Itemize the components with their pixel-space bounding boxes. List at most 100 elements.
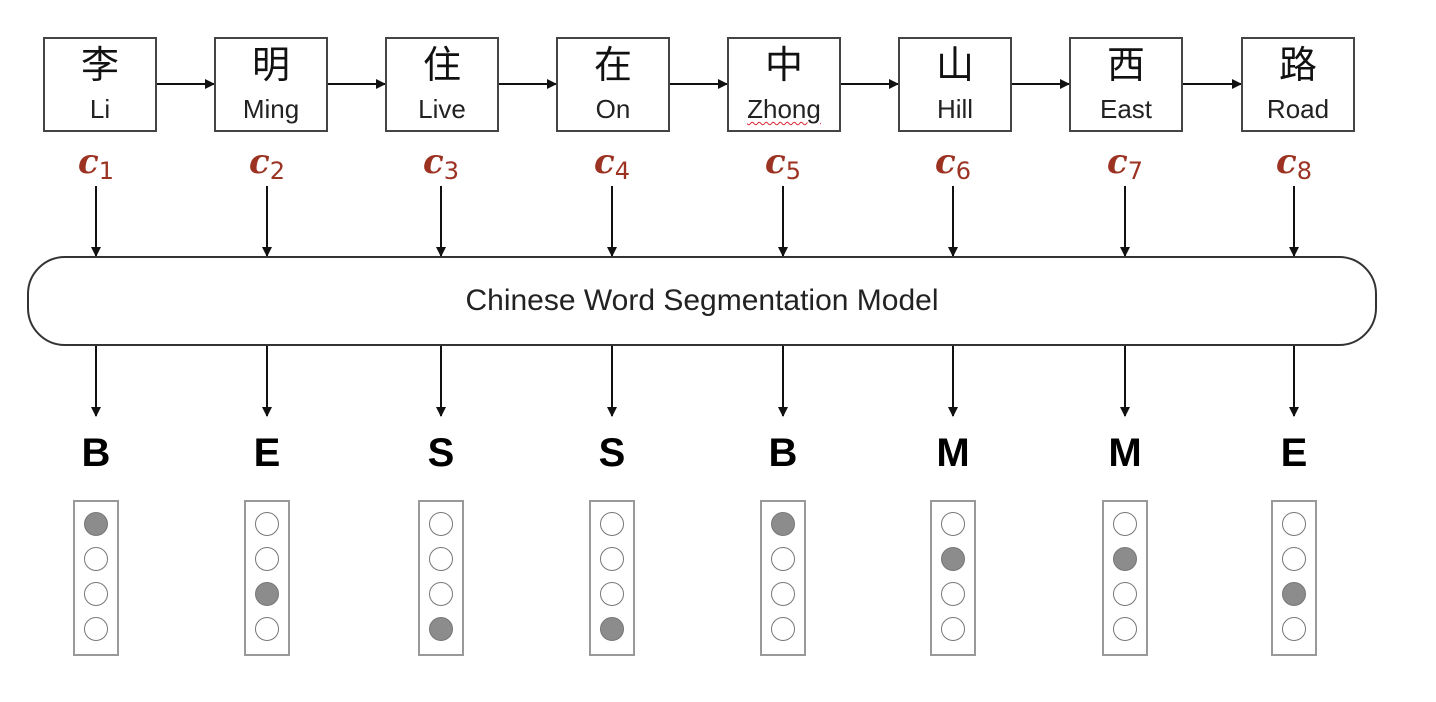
- onehot-vector-2: [244, 500, 290, 656]
- char-gloss: East: [1099, 94, 1153, 124]
- char-gloss: Live: [418, 94, 466, 124]
- onehot-dot: [429, 512, 453, 536]
- onehot-dot: [1113, 512, 1137, 536]
- variable-subscript: 2: [269, 157, 285, 185]
- variable-symbol: c: [935, 142, 956, 182]
- variable-symbol: c: [765, 142, 786, 182]
- variable-subscript: 8: [1296, 157, 1312, 185]
- char-box-6: 山 Hill: [898, 37, 1012, 132]
- char-gloss: Zhong: [747, 94, 821, 124]
- onehot-dot: [1113, 617, 1137, 641]
- bmes-tag-7: M: [1108, 431, 1142, 475]
- onehot-dot-active: [1282, 582, 1306, 606]
- char-box-2: 明 Ming: [214, 37, 328, 132]
- variable-symbol: c: [1107, 142, 1128, 182]
- onehot-vector-8: [1271, 500, 1317, 656]
- char-box-1: 李 Li: [43, 37, 157, 132]
- char-box-3: 住 Live: [385, 37, 499, 132]
- char-variable-7: c7: [1085, 142, 1165, 191]
- bmes-tag-5: B: [768, 431, 798, 475]
- onehot-vector-7: [1102, 500, 1148, 656]
- model-label: Chinese Word Segmentation Model: [465, 284, 939, 317]
- onehot-dot: [600, 547, 624, 571]
- onehot-dot-active: [771, 512, 795, 536]
- onehot-dot: [1282, 512, 1306, 536]
- onehot-dot-active: [941, 547, 965, 571]
- variable-symbol: c: [249, 142, 270, 182]
- onehot-dot: [771, 582, 795, 606]
- onehot-dot: [941, 582, 965, 606]
- onehot-dot-active: [429, 617, 453, 641]
- onehot-dot-active: [255, 582, 279, 606]
- onehot-dot: [941, 512, 965, 536]
- char-box-7: 西 East: [1069, 37, 1183, 132]
- segmentation-model-box: Chinese Word Segmentation Model: [27, 256, 1377, 346]
- onehot-dot: [84, 547, 108, 571]
- char-gloss: Road: [1266, 94, 1330, 124]
- bmes-tag-4: S: [598, 431, 626, 475]
- onehot-dot: [1282, 547, 1306, 571]
- onehot-dot-active: [600, 617, 624, 641]
- onehot-vector-5: [760, 500, 806, 656]
- variable-subscript: 7: [1127, 157, 1143, 185]
- char-gloss: Hill: [936, 94, 974, 124]
- onehot-dot: [84, 617, 108, 641]
- char-variable-5: c5: [743, 142, 823, 191]
- onehot-vector-1: [73, 500, 119, 656]
- char-box-5: 中 Zhong: [727, 37, 841, 132]
- char-variable-8: c8: [1254, 142, 1334, 191]
- variable-subscript: 6: [955, 157, 971, 185]
- onehot-dot: [600, 582, 624, 606]
- onehot-dot: [255, 547, 279, 571]
- char-variable-2: c2: [227, 142, 307, 191]
- bmes-tag-8: E: [1280, 431, 1308, 475]
- onehot-dot-active: [1113, 547, 1137, 571]
- variable-symbol: c: [594, 142, 615, 182]
- char-variable-6: c6: [913, 142, 993, 191]
- char-box-8: 路 Road: [1241, 37, 1355, 132]
- onehot-vector-4: [589, 500, 635, 656]
- variable-subscript: 4: [614, 157, 630, 185]
- onehot-dot: [84, 582, 108, 606]
- char-hanzi: 中: [764, 43, 803, 87]
- char-hanzi: 李: [80, 43, 119, 87]
- char-variable-1: c1: [56, 142, 136, 191]
- char-gloss: On: [595, 94, 631, 124]
- char-variable-4: c4: [572, 142, 652, 191]
- variable-subscript: 1: [98, 157, 114, 185]
- onehot-dot: [771, 617, 795, 641]
- onehot-dot: [600, 512, 624, 536]
- onehot-vector-3: [418, 500, 464, 656]
- bmes-tag-6: M: [936, 431, 970, 475]
- bmes-tag-1: B: [81, 431, 111, 475]
- char-gloss: Li: [89, 94, 111, 124]
- onehot-dot: [771, 547, 795, 571]
- char-hanzi: 明: [251, 43, 290, 87]
- onehot-dot: [255, 617, 279, 641]
- char-variable-3: c3: [401, 142, 481, 191]
- variable-subscript: 3: [443, 157, 459, 185]
- onehot-dot: [1113, 582, 1137, 606]
- bmes-tag-3: S: [427, 431, 455, 475]
- variable-subscript: 5: [785, 157, 801, 185]
- onehot-vector-6: [930, 500, 976, 656]
- bmes-tag-2: E: [253, 431, 281, 475]
- char-hanzi: 在: [593, 43, 632, 87]
- onehot-dot: [429, 547, 453, 571]
- variable-symbol: c: [423, 142, 444, 182]
- onehot-dot: [1282, 617, 1306, 641]
- char-hanzi: 西: [1106, 43, 1145, 87]
- onehot-dot: [429, 582, 453, 606]
- char-hanzi: 住: [422, 43, 461, 87]
- onehot-dot: [941, 617, 965, 641]
- char-hanzi: 路: [1278, 43, 1317, 87]
- char-box-4: 在 On: [556, 37, 670, 132]
- char-gloss: Ming: [242, 94, 300, 124]
- onehot-dot-active: [84, 512, 108, 536]
- variable-symbol: c: [78, 142, 99, 182]
- variable-symbol: c: [1276, 142, 1297, 182]
- onehot-dot: [255, 512, 279, 536]
- char-hanzi: 山: [935, 43, 974, 87]
